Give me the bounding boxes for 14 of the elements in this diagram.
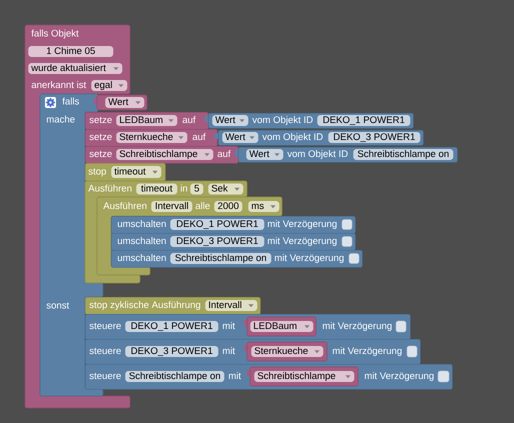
text-field: DEKO_1 POWER1 [125, 321, 218, 332]
text-field: DEKO_3 POWER1 [170, 236, 264, 247]
variable-block: Schreibtischlampe [247, 366, 358, 386]
text-field: Schreibtischlampe on [353, 149, 454, 160]
text-field: DEKO_3 POWER1 [125, 346, 218, 357]
text-field: Schreibtischlampe on [125, 371, 224, 382]
text-field: Schreibtischlampe on [170, 253, 272, 264]
text-field: DEKO_1 POWER1 [170, 219, 264, 230]
variable-block: LEDBaum [244, 316, 316, 336]
variable-block: Wert [94, 94, 148, 110]
text-field: DEKO_3 POWER1 [328, 132, 420, 143]
text-field: 1 Chime 05 [28, 46, 114, 57]
variable-block: Sternkueche [244, 342, 328, 362]
text-field: DEKO_1 POWER1 [317, 115, 410, 126]
